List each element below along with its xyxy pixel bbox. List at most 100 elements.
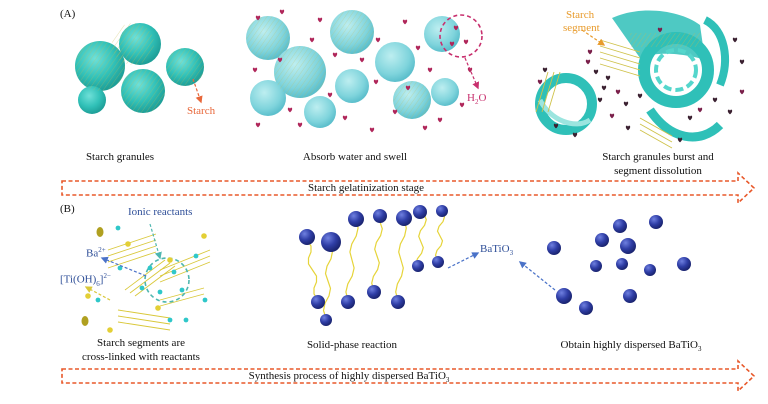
ba-ion [193,253,199,259]
water-molecule [609,113,615,119]
batio3-particle [391,295,405,309]
batio3-particle [579,301,593,315]
synthesis-stage-arrow [61,359,756,393]
ba-ion [147,265,153,271]
batio3-particle [412,260,424,272]
step-b1-caption-line1: Starch segments are [97,337,185,349]
water-molecule [687,115,693,121]
ti-complex-ion [81,316,89,326]
synthesis-stage-label: Synthesis process of highly dispersed Ba… [249,369,450,387]
ba-pointer-arrow [100,256,147,277]
ti-pointer-arrow [84,286,111,301]
starch-chain [306,239,319,301]
water-molecule [277,57,283,63]
batio3-particle [644,264,656,276]
batio3-particle [367,285,381,299]
gelatinization-stage-label: Starch gelatinization stage [307,182,425,194]
ba-sup: 2+ [98,246,106,254]
water-molecule [623,101,629,107]
crosslinked-segments [107,233,211,331]
water-molecule [375,37,381,43]
ba-ion [115,225,121,231]
water-molecule [359,57,365,63]
ti-complex-ion [167,257,173,263]
water-molecule [287,107,293,113]
water-molecule [697,107,703,113]
batio3-particles-dispersed [547,215,691,315]
batio3-particle [623,289,637,303]
water-molecule [405,85,411,91]
ionic-reactants-label: Ionic reactants [128,206,193,218]
water-molecule [615,89,621,95]
batio3-particle [677,257,691,271]
batio3-pointer-arrow [447,252,480,269]
water-molecule [255,15,261,21]
water-molecule [601,85,607,91]
ba-ion [183,317,189,323]
ti-complex-ion [85,293,91,299]
step-b3-sub: 3 [697,345,702,354]
burst-granules-cluster [535,10,729,142]
step-b3-caption: Obtain highly dispersed BaTiO3 [561,338,702,356]
batio3-particle [348,211,364,227]
batio3-text: BaTiO [480,243,510,255]
starch-chain [434,211,446,261]
water-molecule [392,109,398,115]
batio3-particle [556,288,572,304]
batio3-particle [616,258,628,270]
batio3-particle [321,232,341,252]
batio3-particle [432,256,444,268]
starch-chain [371,221,383,291]
starch-label: Starch [187,105,216,117]
synthesis-sub: 3 [445,376,450,385]
water-molecule [625,125,631,131]
ion-particles [81,225,208,333]
water-molecule [572,132,578,138]
water-molecule [463,39,469,45]
ti-ion-label: [Ti(OH)6]2− [60,272,111,288]
water-molecule [427,67,433,73]
water-molecule [309,37,315,43]
water-molecule [415,45,421,51]
batio3-particle [590,260,602,272]
ba-ion-label: Ba2+ [86,246,106,260]
water-molecule [279,9,285,15]
water-molecule [297,122,303,128]
water-molecule [605,75,611,81]
batio3-particle [613,219,627,233]
water-molecule [712,97,718,103]
water-molecule [437,117,443,123]
water-highlight-circle [439,14,483,58]
batio3-particle [547,241,561,255]
water-label-sub: 2 [474,98,479,107]
water-molecule [677,137,683,143]
batio3-particle [396,210,412,226]
water-molecule [342,115,348,121]
batio3-particle [436,205,448,217]
batio3-label: BaTiO3 [480,243,513,257]
gelatinization-stage-arrow [61,171,756,205]
ti-complex-ion [107,327,113,333]
water-molecule [585,59,591,65]
water-molecule [332,52,338,58]
ionic-pointer-arrow [149,223,162,260]
swollen-granules-cluster [246,10,460,128]
ba-ion [139,285,145,291]
water-molecule [739,89,745,95]
water-molecule [593,69,599,75]
water-molecule [317,17,323,23]
water-molecule [449,41,455,47]
ba-ion [95,297,101,303]
batio3-particles-attached [299,205,448,326]
ti-complex-ion [96,227,104,237]
batio3-particle [595,233,609,247]
ti-complex-ion [125,241,131,247]
batio3-particle [620,238,636,254]
water-label: H2O [467,92,486,106]
starch-pointer-arrow [192,78,203,104]
batio3-particle [373,209,387,223]
water-molecule [422,125,428,131]
water-label-o: O [478,92,487,104]
step-a1-caption: Starch granules [85,151,155,163]
